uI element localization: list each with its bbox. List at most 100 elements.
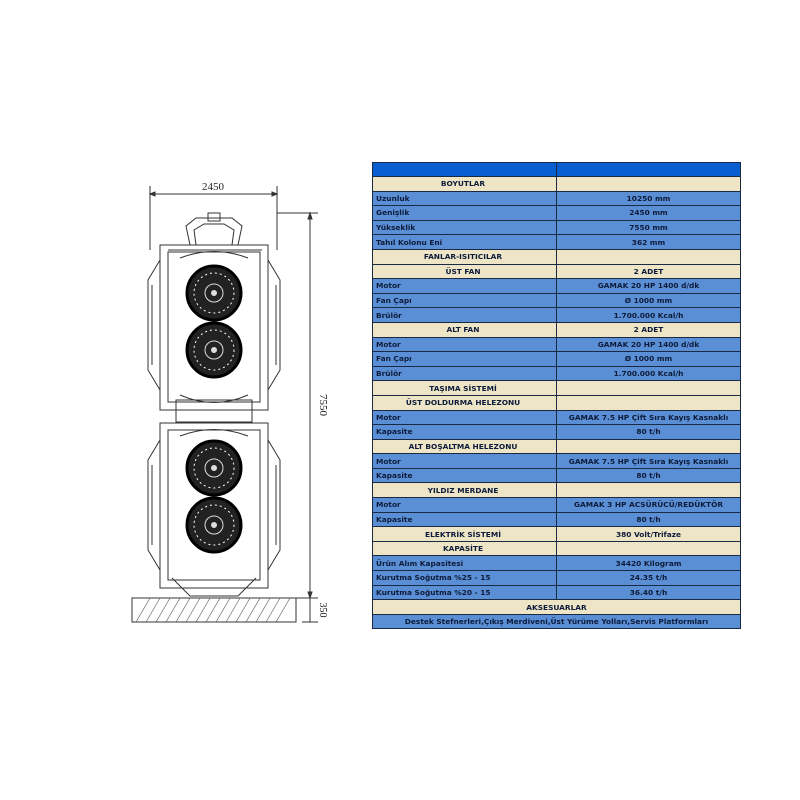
row-value: GAMAK 20 HP 1400 d/dk [556,278,741,294]
row-value: GAMAK 7.5 HP Çift Sıra Kayış Kasnaklı [556,409,741,426]
row-value: 24.35 t/h [556,570,741,586]
row-label: Yükseklik [372,219,557,236]
row-label: Fan Çapı [372,292,557,309]
row-value: 362 mm [556,234,741,250]
table-row-subheader: YILDIZ MERDANE [372,482,741,499]
row-value [556,394,741,411]
row-label: Uzunluk [372,190,557,207]
row-label: Kurutma Soğutma %25 - 15 [372,570,557,586]
row-label: ALT FAN [372,321,557,338]
row-value [556,248,741,265]
row-label: KAPASİTE [372,540,557,557]
table-row-header: FANLAR-ISITICILAR [372,248,741,265]
row-value: Ø 1000 mm [556,292,741,309]
row-value: GAMAK 7.5 HP Çift Sıra Kayış Kasnaklı [556,453,741,469]
base-dimension-label: 350 [317,603,328,618]
row-value [556,540,741,557]
row-label: Fan Çapı [372,351,557,367]
row-value: 1.700.000 Kcal/h [556,365,741,382]
row-value: 10250 mm [556,190,741,207]
row-value: GAMAK 20 HP 1400 d/dk [556,336,741,353]
table-row-header: TAŞIMA SİSTEMİ [372,380,741,396]
row-value [556,380,741,396]
row-value: 7550 mm [556,219,741,236]
row-value [556,482,741,499]
dryer-technical-drawing: 2450 7550 350 [131,181,329,623]
table-row-subheader: ALT BOŞALTMA HELEZONU [372,438,741,455]
row-label: Kapasite [372,424,557,440]
width-dimension-label: 2450 [202,181,225,193]
row-label: Motor [372,497,557,513]
row-label: Brülör [372,307,557,323]
accessories-row: Destek Stefnerleri,Çıkış Merdiveni,Üst Y… [372,613,741,630]
row-value: 80 t/h [556,467,741,484]
upper-fan-2 [185,321,243,379]
upper-fan-1 [185,264,243,322]
row-value: 36.40 t/h [556,584,741,601]
table-row-header: BOYUTLAR [372,176,741,192]
table-row-subheader: ÜST DOLDURMA HELEZONU [372,394,741,411]
row-label: Motor [372,409,557,426]
row-label: Genişlik [372,205,557,221]
row-label: ELEKTRİK SİSTEMİ [372,526,557,542]
row-label: Brülör [372,365,557,382]
accessories-text: Destek Stefnerleri,Çıkış Merdiveni,Üst Y… [372,613,741,630]
lower-fan-2 [185,496,243,554]
row-label: Kapasite [372,467,557,484]
row-value: 80 t/h [556,511,741,528]
row-value [556,176,741,192]
row-value: Ø 1000 mm [556,351,741,367]
row-label: Tahıl Kolonu Eni [372,234,557,250]
accessories-title: AKSESUARLAR [372,599,741,615]
row-label: ÜST DOLDURMA HELEZONU [372,394,557,411]
row-value [556,438,741,455]
row-label: YILDIZ MERDANE [372,482,557,499]
row-value: 2 ADET [556,263,741,280]
row-value: 80 t/h [556,424,741,440]
height-dimension-label: 7550 [317,394,329,417]
row-label: Motor [372,336,557,353]
row-value: GAMAK 3 HP ACSÜRÜCÜ/REDÜKTÖR [556,497,741,513]
row-label: ALT BOŞALTMA HELEZONU [372,438,557,455]
lower-fan-1 [185,439,243,497]
row-label: Kurutma Soğutma %20 - 15 [372,584,557,601]
row-value: 380 Volt/Trifaze [556,526,741,542]
row-label: TAŞIMA SİSTEMİ [372,380,557,396]
row-value: 2450 mm [556,205,741,221]
row-label: Ürün Alım Kapasitesi [372,555,557,572]
row-value: 1.700.000 Kcal/h [556,307,741,323]
row-label: Motor [372,453,557,469]
row-value: 2 ADET [556,321,741,338]
row-label: FANLAR-ISITICILAR [372,248,557,265]
table-row-header: KAPASİTE [372,540,741,557]
table-top-bar [372,162,741,177]
row-label: ÜST FAN [372,263,557,280]
row-label: Kapasite [372,511,557,528]
row-label: Motor [372,278,557,294]
accessories-header-row: AKSESUARLAR [372,599,741,615]
row-label: BOYUTLAR [372,176,557,192]
